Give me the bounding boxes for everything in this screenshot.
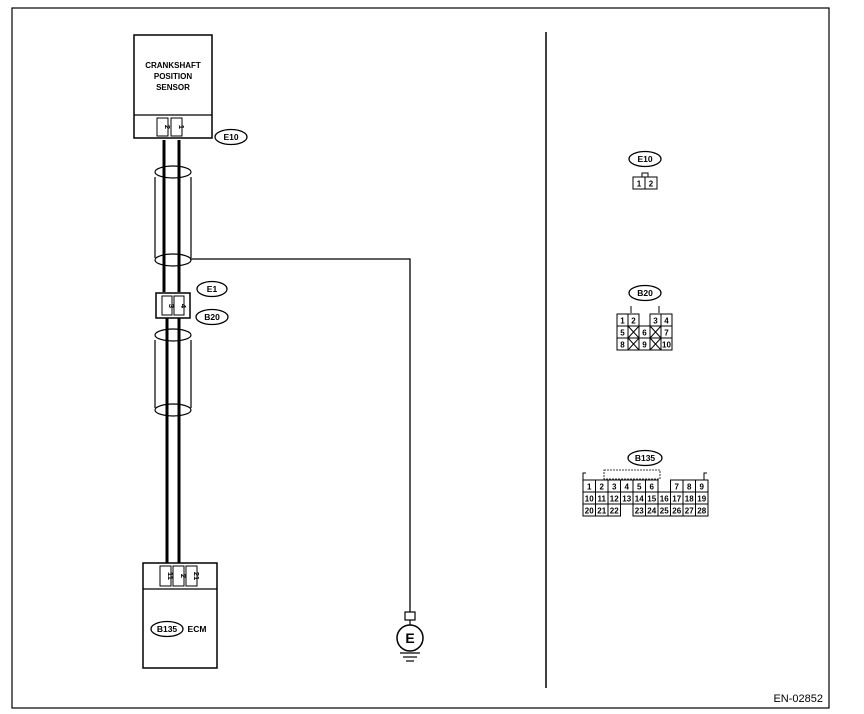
b20-blank-mark xyxy=(649,337,662,351)
b135-cell xyxy=(607,503,621,517)
b135-pin-25: 25 xyxy=(660,507,669,516)
sensor-connector-tag: E10 xyxy=(214,128,248,146)
page-frame xyxy=(11,7,830,709)
crankshaft-position-sensor: CRANKSHAFT POSITION SENSOR 2 1 xyxy=(133,34,213,139)
b135-view-tag: B135 xyxy=(635,453,656,463)
b20-pin-10: 10 xyxy=(662,341,671,350)
b20-pin-7: 7 xyxy=(664,329,669,338)
b20-pin-2: 2 xyxy=(631,317,636,326)
ecm-unit: 11 2 21 B135 ECM xyxy=(142,562,218,669)
sensor-pin-2: 2 xyxy=(163,125,172,129)
shielded-harness-upper xyxy=(154,140,192,292)
e10-view-tag: E10 xyxy=(637,154,652,164)
e10-pin-1: 1 xyxy=(637,180,642,189)
sensor-title-line-2: POSITION xyxy=(154,72,192,81)
b135-pin-11: 11 xyxy=(598,495,607,504)
ecm-connector-tag-text: B135 xyxy=(157,624,178,634)
b20-pin-1: 1 xyxy=(620,317,625,326)
sensor-title-line-1: CRANKSHAFT xyxy=(145,61,201,70)
b20-pin-9: 9 xyxy=(642,341,647,350)
ecm-connector-tag xyxy=(150,620,184,638)
b135-pin-23: 23 xyxy=(635,507,644,516)
b135-pin-13: 13 xyxy=(622,495,631,504)
b20-blank-mark xyxy=(649,325,662,339)
ecm-pin-2: 2 xyxy=(179,574,188,578)
ground-label: E xyxy=(405,630,414,646)
b135-pin-16: 16 xyxy=(660,495,669,504)
b135-pin-4: 4 xyxy=(625,483,630,492)
b135-pin-5: 5 xyxy=(637,483,642,492)
b20-pin-3: 3 xyxy=(653,317,658,326)
joint-tag-b20: B20 xyxy=(195,308,229,326)
svg-text:E1: E1 xyxy=(207,284,218,294)
ecm-pin-11: 11 xyxy=(166,572,175,580)
b135-pin-10: 10 xyxy=(585,495,594,504)
b135-pin-17: 17 xyxy=(672,495,681,504)
b135-pin-6: 6 xyxy=(650,483,655,492)
sensor-title-line-3: SENSOR xyxy=(156,83,190,92)
b135-pin-19: 19 xyxy=(697,495,706,504)
shielded-harness-lower xyxy=(154,318,192,566)
b135-pin-3: 3 xyxy=(612,483,617,492)
b20-pin-5: 5 xyxy=(620,329,625,338)
b135-pin-2: 2 xyxy=(600,483,605,492)
b135-pin-18: 18 xyxy=(685,495,694,504)
b135-pin-14: 14 xyxy=(635,495,644,504)
b135-pin-20: 20 xyxy=(585,507,594,516)
b20-pin-4: 4 xyxy=(664,317,669,326)
e10-pin-2: 2 xyxy=(649,180,654,189)
b20-cell xyxy=(660,337,673,351)
joint-pin-4: 4 xyxy=(179,304,188,309)
b135-pin-1: 1 xyxy=(587,483,592,492)
document-id: EN-02852 xyxy=(773,693,823,705)
b135-pin-15: 15 xyxy=(647,495,656,504)
b135-pin-12: 12 xyxy=(610,495,619,504)
b20-view-tag: B20 xyxy=(637,288,653,298)
b135-pin-26: 26 xyxy=(672,507,681,516)
b20-blank-mark xyxy=(627,337,640,351)
b135-pin-22: 22 xyxy=(610,507,619,516)
svg-text:B20: B20 xyxy=(204,312,220,322)
b135-pin-24: 24 xyxy=(647,507,656,516)
e10-cell xyxy=(644,176,658,190)
joint-tag-e1: E1 xyxy=(196,280,228,298)
b135-pin-21: 21 xyxy=(597,507,606,516)
svg-text:E10: E10 xyxy=(223,132,238,142)
sensor-pin-1: 1 xyxy=(177,125,186,129)
b135-pin-8: 8 xyxy=(687,483,692,492)
b20-pin-8: 8 xyxy=(620,341,625,350)
b135-pin-28: 28 xyxy=(697,507,706,516)
b20-pin-6: 6 xyxy=(642,329,647,338)
joint-pin-3: 3 xyxy=(167,304,176,308)
shield-drain-wire xyxy=(190,258,411,612)
b135-pin-9: 9 xyxy=(700,483,705,492)
ground-symbol: E xyxy=(396,611,424,662)
ecm-pin-21: 21 xyxy=(192,572,201,580)
b135-cell xyxy=(695,503,709,517)
joint-connector: 3 4 xyxy=(155,292,191,319)
b135-pin-7: 7 xyxy=(675,483,680,492)
ecm-label: ECM xyxy=(188,624,207,634)
b135-pin-27: 27 xyxy=(685,507,694,516)
b20-blank-mark xyxy=(627,325,640,339)
